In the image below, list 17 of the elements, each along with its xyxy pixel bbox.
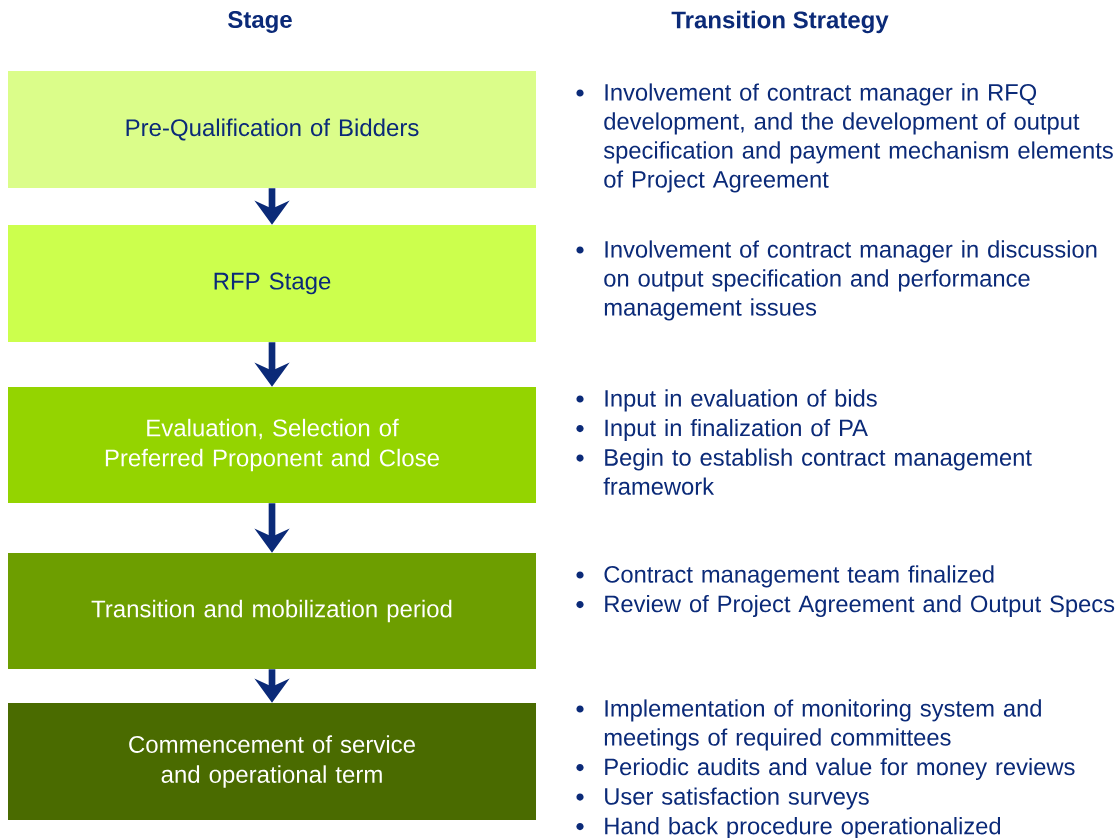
strategy-text: Periodic audits and value for money reviews (605, 757, 1075, 781)
strategy-text: Involvement of contract manager in RFQ development, and the development of output specification and payment mechanism elements of Project Agreement (603, 83, 1113, 193)
strategy-text: Contract management team finalized (604, 565, 994, 588)
strategy-text: Input in finalization of PA (605, 418, 868, 442)
strategy-text: Input in evaluation of bids (605, 389, 877, 412)
stage-box: RFP Stage (8, 225, 536, 342)
column-heading: Stage (228, 11, 292, 33)
strategy-text: Involvement of contract manager in discussion on output specification and performance management issues (604, 240, 1097, 321)
strategy-text: Implementation of monitoring system and meetings of required committees (604, 699, 1041, 751)
stage-box: Commencement of service and operational term (8, 703, 536, 820)
column-heading: Transition Strategy (671, 10, 889, 34)
strategy-text: User satisfaction surveys (605, 787, 869, 810)
stage-box: Pre-Qualification of Bidders (8, 71, 536, 188)
stage-box: Evaluation, Selection of Preferred Proponent and Close (8, 387, 536, 503)
strategy-text: Review of Project Agreement and Output Specs (605, 594, 1115, 618)
stage-box: Transition and mobilization period (8, 553, 536, 669)
strategy-text: Begin to establish contract management framework (603, 448, 1032, 495)
